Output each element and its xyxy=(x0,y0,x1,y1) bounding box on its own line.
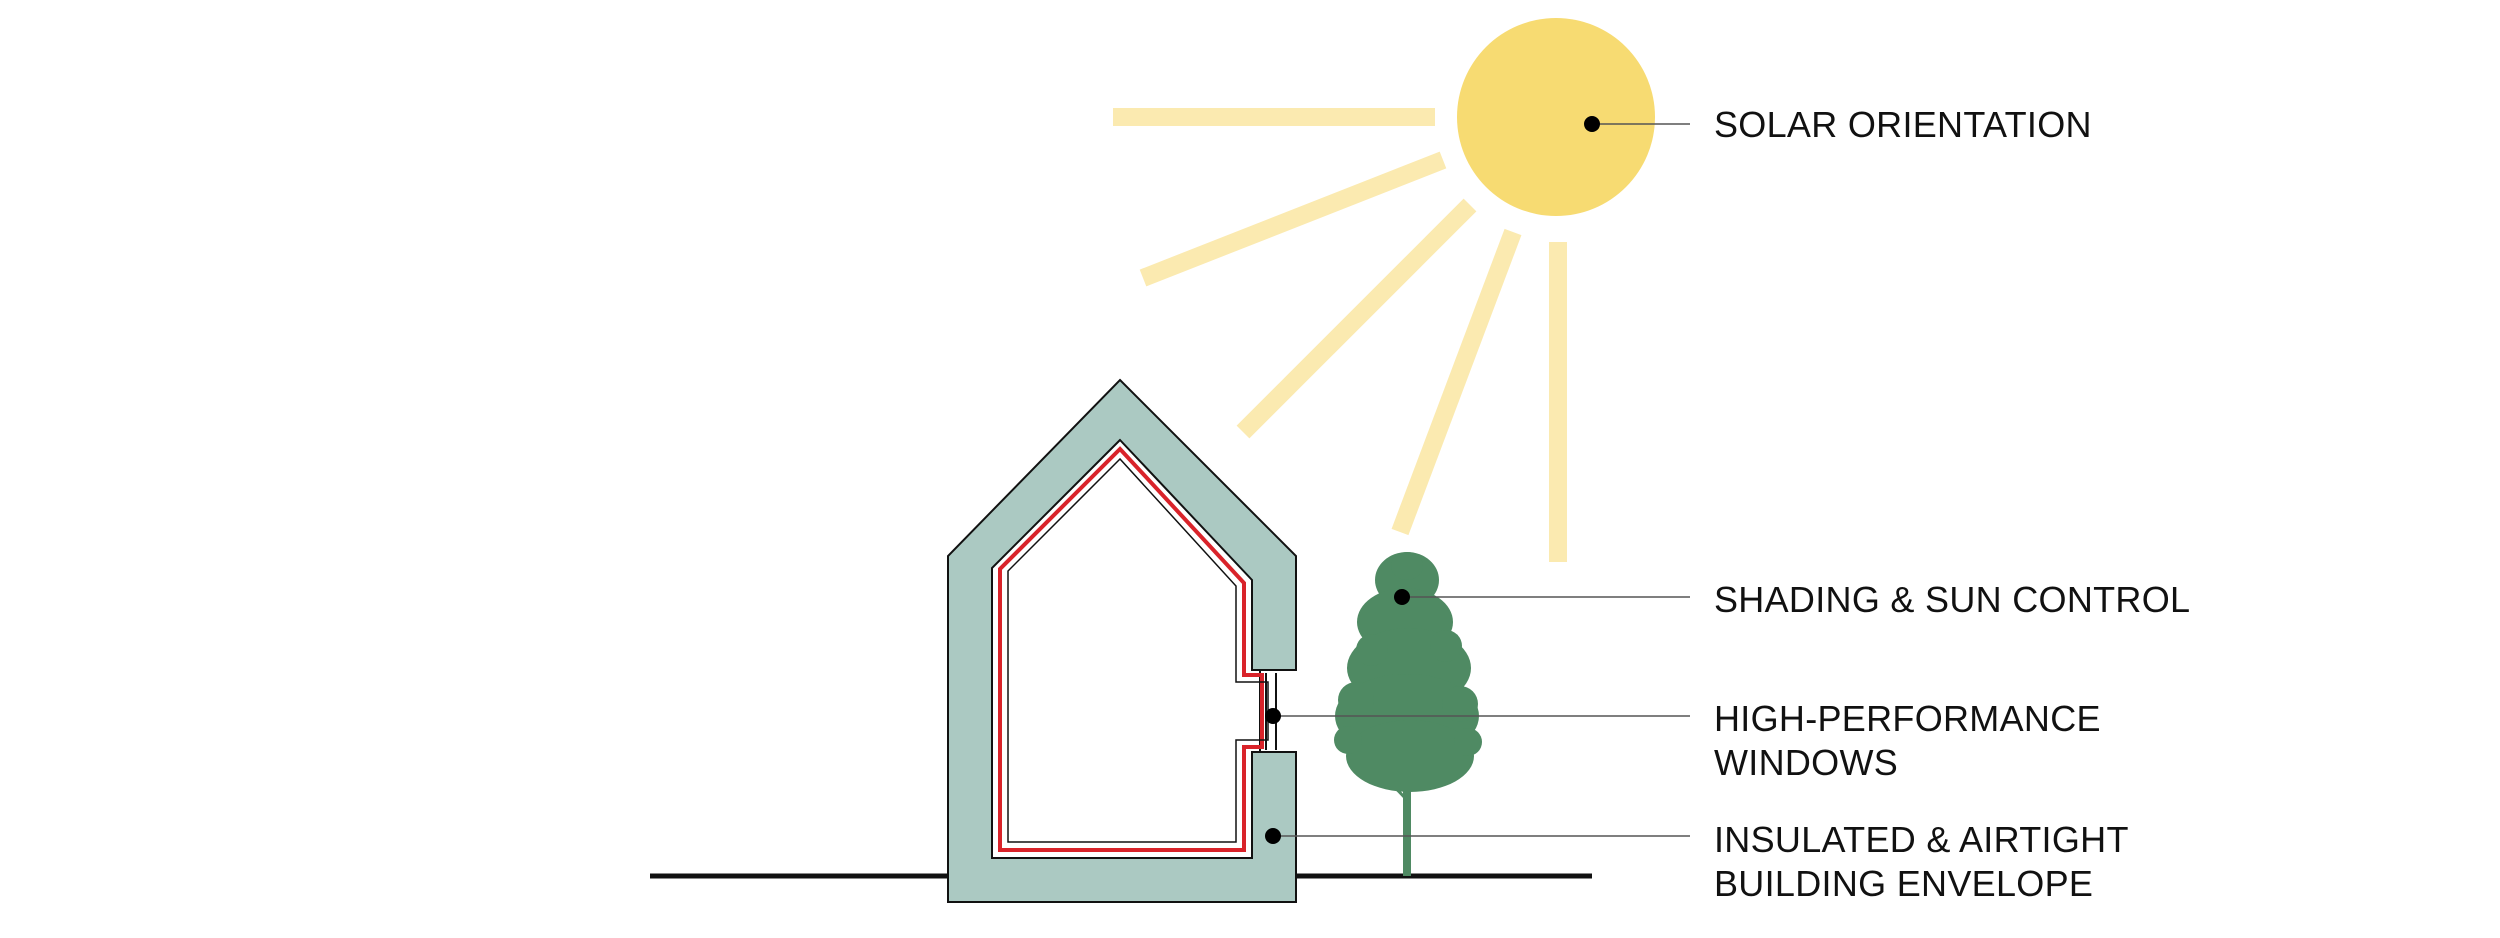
leader-lines xyxy=(1273,123,1690,837)
label-building-envelope: INSULATED & AIRTIGHT BUILDING ENVELOPE xyxy=(1714,818,2129,906)
leader-dot-windows xyxy=(1265,708,1281,724)
label-shading-sun-control: SHADING & SUN CONTROL xyxy=(1714,578,2190,622)
leader-dot-solar xyxy=(1584,116,1600,132)
label-envelope-line-1: INSULATED & AIRTIGHT xyxy=(1714,819,2129,860)
label-high-performance-windows: HIGH-PERFORMANCE WINDOWS xyxy=(1714,697,2101,785)
label-envelope-line-2: BUILDING ENVELOPE xyxy=(1714,863,2094,904)
house-wall-section xyxy=(947,378,1297,903)
leader-dot-shading xyxy=(1394,589,1410,605)
label-solar-orientation: SOLAR ORIENTATION xyxy=(1714,103,2092,147)
sun-ray-4 xyxy=(1391,228,1522,536)
sun-icon xyxy=(1457,18,1655,216)
airtight-layer-line xyxy=(998,446,1264,852)
airtight-layer-outline xyxy=(1007,457,1269,843)
leader-dot-envelope xyxy=(1265,828,1281,844)
sun-ray-2 xyxy=(1139,151,1447,287)
label-solar-line-1: SOLAR ORIENTATION xyxy=(1714,104,2092,145)
label-windows-line-1: HIGH-PERFORMANCE xyxy=(1714,698,2101,739)
leader-dots xyxy=(1265,116,1600,844)
label-shading-line-1: SHADING & SUN CONTROL xyxy=(1714,579,2191,620)
sun-ray-3 xyxy=(1236,198,1477,439)
label-windows-line-2: WINDOWS xyxy=(1714,742,1899,783)
sun-rays xyxy=(1113,108,1567,562)
